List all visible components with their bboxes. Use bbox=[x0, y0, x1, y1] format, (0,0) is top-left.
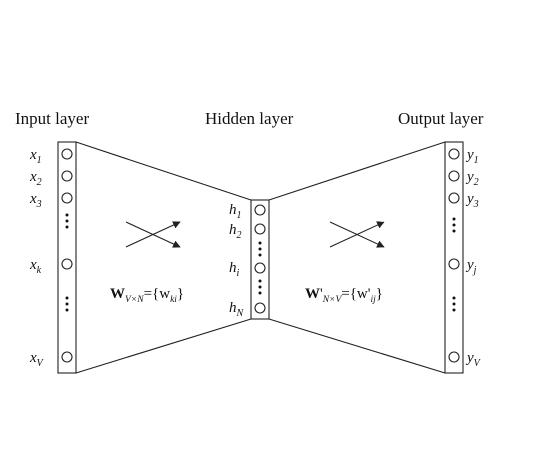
input-node bbox=[61, 148, 73, 160]
ellipsis-dot bbox=[65, 302, 69, 306]
hidden-layer-title: Hidden layer bbox=[205, 109, 294, 128]
output-node bbox=[448, 192, 460, 204]
ellipsis-dot bbox=[258, 253, 262, 257]
output-node bbox=[448, 148, 460, 160]
output-layer-title: Output layer bbox=[398, 109, 484, 128]
output-node bbox=[448, 351, 460, 363]
input-node bbox=[61, 192, 73, 204]
weight-matrix-hidden-output: W'N×V={w'ij} bbox=[305, 286, 383, 305]
input-node bbox=[61, 351, 73, 363]
ellipsis-dot bbox=[258, 279, 262, 283]
connection-line-output-bottom bbox=[268, 318, 446, 374]
hidden-label-hn: hN bbox=[229, 300, 245, 319]
cross-arrow-down bbox=[329, 221, 385, 248]
hidden-output-cross-arrows bbox=[329, 221, 385, 248]
hidden-label-hi: hi bbox=[229, 260, 240, 279]
ellipsis-dot bbox=[65, 213, 69, 217]
hidden-label-h2: h2 bbox=[229, 222, 242, 241]
hidden-label-h1: h1 bbox=[229, 202, 242, 221]
input-label-xv: xV bbox=[29, 350, 45, 369]
ellipsis-dot bbox=[452, 296, 456, 300]
ellipsis-dot bbox=[452, 217, 456, 221]
hidden-node bbox=[254, 302, 266, 314]
ellipsis-dot bbox=[452, 229, 456, 233]
ellipsis-dot bbox=[258, 285, 262, 289]
ellipsis-dot bbox=[65, 225, 69, 229]
output-layer-box bbox=[444, 141, 464, 374]
input-hidden-cross-arrows bbox=[125, 221, 181, 248]
input-layer-box bbox=[57, 141, 77, 374]
connection-line-output-top bbox=[268, 141, 446, 201]
cross-arrow-down bbox=[125, 221, 181, 248]
output-label-yj: yj bbox=[465, 257, 477, 276]
output-node bbox=[448, 258, 460, 270]
connection-line-input-top bbox=[75, 141, 252, 201]
input-layer-title: Input layer bbox=[15, 109, 89, 128]
output-layer-column bbox=[444, 141, 464, 374]
ellipsis-dot bbox=[258, 291, 262, 295]
ellipsis-dot bbox=[452, 308, 456, 312]
ellipsis-dot bbox=[452, 223, 456, 227]
weight-matrix-input-hidden: WV×N={wki} bbox=[110, 286, 184, 305]
input-node bbox=[61, 258, 73, 270]
input-label-xk: xk bbox=[29, 257, 42, 276]
hidden-layer-column bbox=[250, 199, 270, 320]
ellipsis-dot bbox=[258, 247, 262, 251]
input-label-x2: x2 bbox=[29, 169, 42, 188]
ellipsis-dot bbox=[65, 219, 69, 223]
connection-line-input-bottom bbox=[75, 318, 252, 374]
input-node bbox=[61, 170, 73, 182]
input-label-x3: x3 bbox=[29, 191, 42, 210]
output-label-y2: y2 bbox=[465, 169, 479, 188]
output-node bbox=[448, 170, 460, 182]
ellipsis-dot bbox=[65, 296, 69, 300]
output-label-y1: y1 bbox=[465, 147, 479, 166]
hidden-node bbox=[254, 204, 266, 216]
hidden-layer-box bbox=[250, 199, 270, 320]
output-label-y3: y3 bbox=[465, 191, 479, 210]
input-label-x1: x1 bbox=[29, 147, 42, 166]
hidden-node bbox=[254, 262, 266, 274]
hidden-node bbox=[254, 223, 266, 235]
input-layer-column bbox=[57, 141, 77, 374]
ellipsis-dot bbox=[452, 302, 456, 306]
ellipsis-dot bbox=[258, 241, 262, 245]
output-label-yv: yV bbox=[465, 350, 482, 369]
ellipsis-dot bbox=[65, 308, 69, 312]
connection-lines bbox=[75, 141, 446, 374]
